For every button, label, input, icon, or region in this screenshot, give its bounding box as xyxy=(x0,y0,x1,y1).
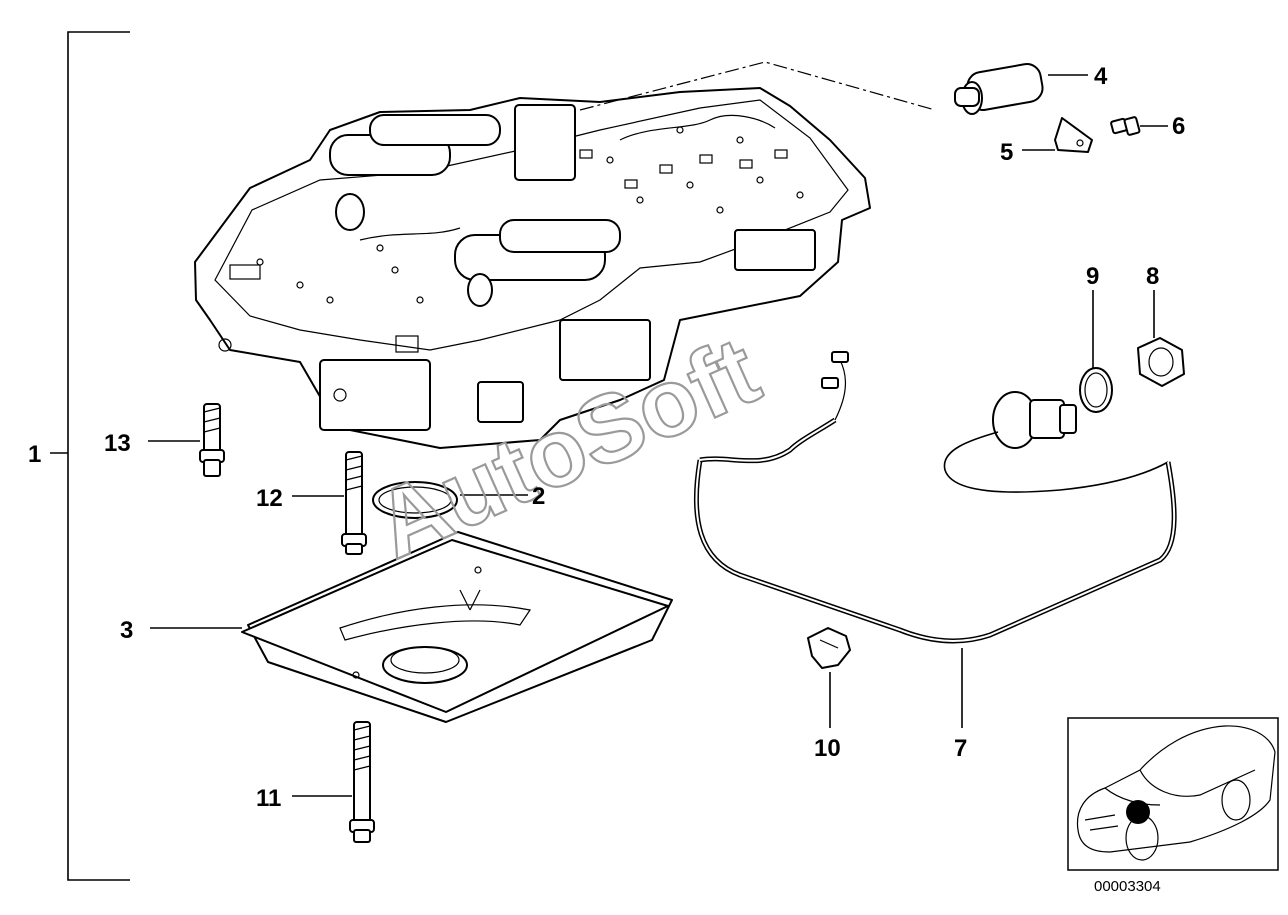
seal-ring-part xyxy=(1079,290,1113,413)
cable-clip-part xyxy=(807,627,851,728)
hex-nut-part xyxy=(1137,290,1185,387)
callout-1: 1 xyxy=(28,441,41,468)
callout-12: 12 xyxy=(256,485,283,512)
assembly-bracket xyxy=(50,31,130,881)
location-marker-icon xyxy=(1126,800,1150,824)
connection-line xyxy=(579,61,936,111)
diagram-id: 00003304 xyxy=(1094,878,1161,895)
callout-3: 3 xyxy=(120,617,133,644)
vehicle-location-thumbnail xyxy=(1067,717,1279,871)
wiring-harness-part xyxy=(693,351,1177,728)
callout-8: 8 xyxy=(1146,263,1159,290)
callout-7: 7 xyxy=(954,735,967,762)
filter-part xyxy=(150,531,673,723)
callout-11: 11 xyxy=(256,785,281,812)
callout-4: 4 xyxy=(1094,63,1108,90)
bolt-part-13 xyxy=(148,403,225,477)
bolt-part-12 xyxy=(292,451,367,555)
callout-13: 13 xyxy=(104,430,131,457)
small-screw-part xyxy=(1110,116,1168,136)
callout-5: 5 xyxy=(1000,139,1013,166)
o-ring-part xyxy=(372,481,528,519)
valve-body-illustration xyxy=(194,87,871,449)
bracket-clip-part xyxy=(1022,117,1093,153)
sensor-connector-part xyxy=(943,391,1169,493)
solenoid-part xyxy=(954,63,1088,115)
callout-6: 6 xyxy=(1172,113,1185,140)
callout-2: 2 xyxy=(532,483,545,510)
car-outline-icon xyxy=(1076,725,1276,861)
callout-9: 9 xyxy=(1086,263,1099,290)
bolt-part-11 xyxy=(292,721,375,843)
callout-10: 10 xyxy=(814,735,841,762)
